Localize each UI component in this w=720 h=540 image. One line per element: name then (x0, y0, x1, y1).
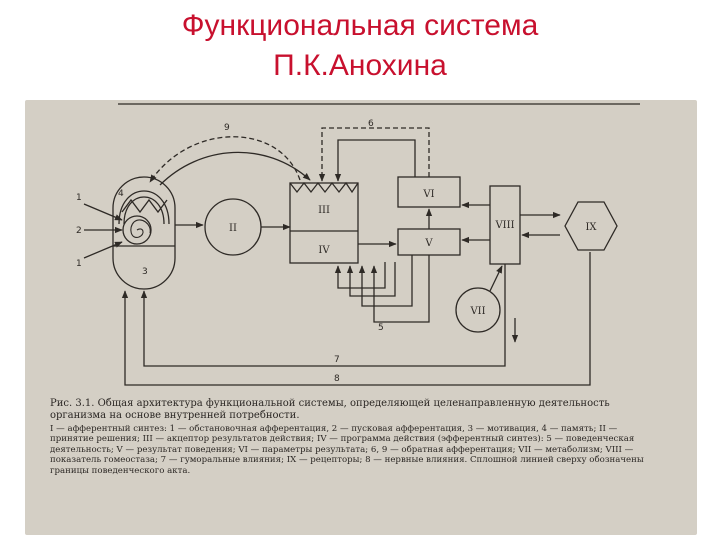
input-arrow-1-bottom (83, 241, 123, 259)
figure-caption: Рис. 3.1. Общая архитектура функциональн… (50, 398, 662, 476)
memory-number-label: 4 (118, 189, 124, 199)
block-VIII-label: VIII (494, 220, 514, 231)
return-line-a (358, 255, 413, 307)
block-IX-hexagon (564, 201, 618, 251)
block-IX-label: IX (585, 222, 597, 233)
input-label-1-bottom: 1 (76, 259, 82, 269)
memory-arch-inner (123, 196, 165, 225)
block-VII-label: VII (469, 306, 485, 317)
block-III-zigzag (289, 181, 359, 194)
caption-main-text: Рис. 3.1. Общая архитектура функциональн… (50, 398, 610, 421)
block-I-inner-circle (122, 215, 152, 245)
caption-legend-text: I — афферентный синтез: 1 — обстановочна… (50, 424, 644, 476)
arrow-VII-to-VIII (489, 265, 503, 292)
arc-memory-to-III (159, 151, 311, 186)
motivation-number-label: 3 (142, 267, 148, 277)
input-arrow-1-top (83, 203, 123, 221)
input-label-1-top: 1 (76, 193, 82, 203)
pathway-5-arrow (370, 255, 430, 323)
pathway-7-arrow (140, 264, 506, 367)
pathway-5-label: 5 (378, 323, 384, 333)
pathway-9-label: 9 (224, 123, 230, 133)
pathway-VI-to-III (334, 139, 416, 182)
block-I-capsule (112, 176, 176, 290)
pathway-8-arrow (121, 252, 591, 386)
block-III-IV-box (289, 182, 359, 264)
block-I-zigzag (121, 198, 168, 214)
pathway-7-label: 7 (334, 355, 340, 365)
pathway-6-label: 6 (368, 119, 374, 129)
pathway-6-dashed (318, 127, 430, 182)
page-title-line-1: Функциональная система (181, 9, 539, 42)
memory-arch-outer (118, 190, 170, 225)
page-title-line-2: П.К.Анохина (273, 49, 447, 82)
block-II-label: II (229, 223, 237, 234)
scanned-figure-background (25, 100, 697, 535)
block-V-label: V (424, 238, 433, 249)
block-VII-circle (455, 287, 501, 333)
block-I-spiral (130, 219, 151, 239)
block-VI-box (397, 176, 461, 208)
block-III-label: III (318, 205, 330, 216)
input-label-2: 2 (76, 226, 82, 236)
return-line-b (346, 262, 396, 297)
return-line-c (334, 262, 386, 289)
pathway-8-label: 8 (334, 374, 340, 384)
block-VI-label: VI (422, 189, 434, 200)
block-IV-label: IV (318, 245, 330, 256)
